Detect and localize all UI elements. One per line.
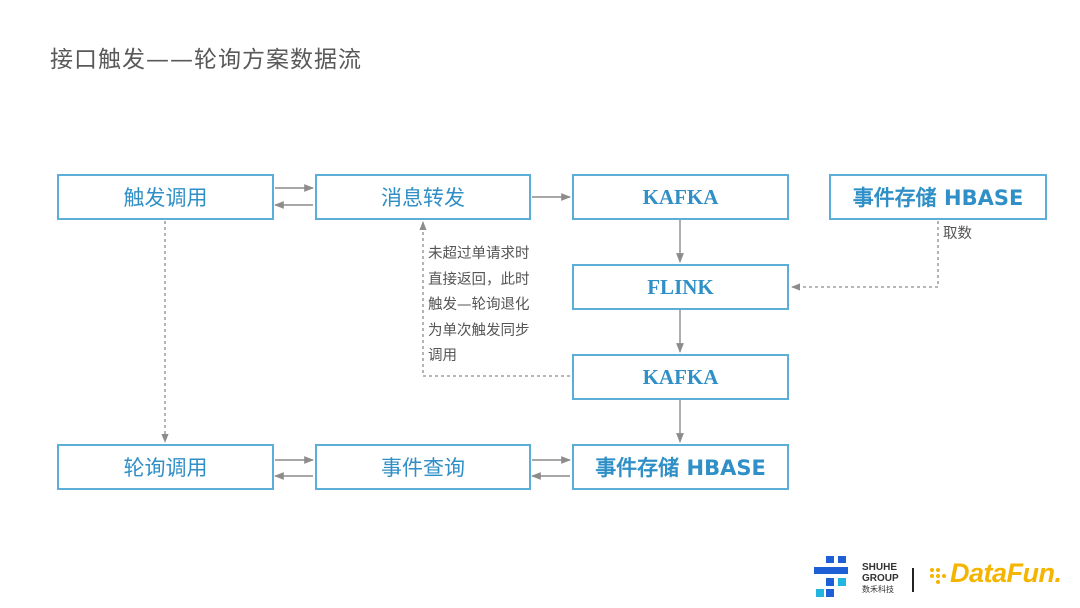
node-event-query: 事件查询 <box>315 444 531 490</box>
datafun-dots-icon <box>930 568 946 584</box>
dashed-kafka-to-forward <box>419 221 570 377</box>
node-hbase-store-bottom-label: 事件存储 HBASE <box>595 456 766 480</box>
note-line: 直接返回，此时 <box>428 271 530 288</box>
shuhe-line: 数禾科技 <box>862 585 894 594</box>
note-sync-fallback: 未超过单请求时 直接返回，此时 触发—轮询退化 为单次触发同步 调用 <box>428 242 530 370</box>
node-kafka-mid: KAFKA <box>572 354 789 400</box>
shuhe-line: SHUHE <box>862 562 898 573</box>
node-message-forward: 消息转发 <box>315 174 531 220</box>
note-line: 调用 <box>428 348 457 364</box>
shuhe-logo-text: SHUHE GROUP 数禾科技 <box>862 562 899 595</box>
node-hbase-store-top: 事件存储 HBASE <box>829 174 1047 220</box>
node-hbase-store-top-label: 事件存储 HBASE <box>852 186 1024 210</box>
label-fetch: 取数 <box>943 226 972 242</box>
page-title: 接口触发——轮询方案数据流 <box>50 47 362 73</box>
node-trigger-call: 触发调用 <box>57 174 274 220</box>
node-poll-call: 轮询调用 <box>57 444 274 490</box>
node-hbase-store-bottom: 事件存储 HBASE <box>572 444 789 490</box>
footer-logos: SHUHE GROUP 数禾科技 DataFun. <box>814 552 1064 600</box>
note-line: 未超过单请求时 <box>428 246 530 262</box>
shuhe-line: GROUP <box>862 573 899 584</box>
dashed-hbase-to-flink <box>791 221 939 291</box>
shuhe-logo-icon <box>814 556 848 597</box>
logo-divider <box>912 568 914 592</box>
node-kafka-top: KAFKA <box>572 174 789 220</box>
node-flink: FLINK <box>572 264 789 310</box>
note-line: 为单次触发同步 <box>428 322 530 339</box>
datafun-logo-text: DataFun. <box>950 558 1062 588</box>
note-line: 触发—轮询退化 <box>428 297 530 313</box>
